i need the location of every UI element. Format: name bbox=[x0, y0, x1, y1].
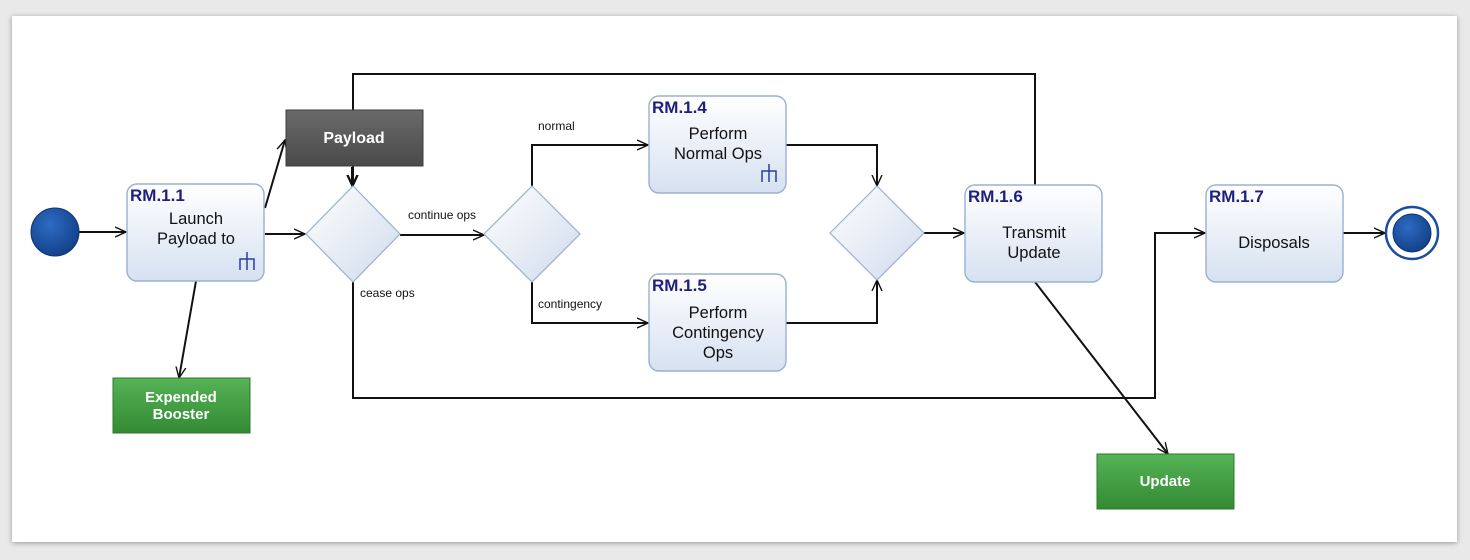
edge-launch-to-booster bbox=[179, 280, 197, 378]
activity-diagram: continue ops cease ops normal contingenc… bbox=[30, 73, 1440, 510]
edge-contingency-to-merge bbox=[786, 280, 877, 324]
diagram-canvas: continue ops cease ops normal contingenc… bbox=[12, 16, 1457, 542]
activity-rm-1-4[interactable]: RM.1.4 Perform Normal Ops bbox=[648, 95, 787, 194]
activity-label-line: Contingency bbox=[672, 324, 764, 342]
final-node[interactable] bbox=[1384, 205, 1440, 261]
activity-id: RM.1.5 bbox=[652, 276, 707, 295]
activity-rm-1-6[interactable]: RM.1.6 Transmit Update bbox=[964, 184, 1103, 283]
label-normal: normal bbox=[538, 119, 575, 133]
activity-id: RM.1.6 bbox=[968, 187, 1023, 206]
edge-cease-ops bbox=[352, 233, 1205, 399]
label-cease-ops: cease ops bbox=[360, 286, 415, 300]
decision-node-ops[interactable] bbox=[305, 185, 401, 283]
activity-label-line: Disposals bbox=[1238, 234, 1310, 252]
object-label: Payload bbox=[323, 130, 384, 147]
activity-label-line: Launch bbox=[169, 210, 223, 228]
activity-label-line: Transmit bbox=[1002, 224, 1066, 242]
label-continue-ops: continue ops bbox=[408, 208, 476, 222]
activity-label-line: Payload to bbox=[157, 230, 235, 248]
activity-id: RM.1.1 bbox=[130, 186, 185, 205]
object-label: Update bbox=[1140, 473, 1191, 490]
activity-rm-1-7[interactable]: RM.1.7 Disposals bbox=[1205, 184, 1344, 283]
object-label-line: Expended bbox=[145, 389, 217, 406]
activity-label-line: Perform bbox=[689, 125, 748, 143]
merge-node[interactable] bbox=[829, 185, 925, 281]
object-label-line: Booster bbox=[153, 406, 210, 423]
edge-transmit-to-update bbox=[1034, 281, 1168, 454]
call-behavior-fork-icon bbox=[239, 252, 255, 270]
activity-label-line: Update bbox=[1007, 244, 1060, 262]
activity-label-line: Ops bbox=[703, 344, 733, 362]
label-contingency: contingency bbox=[538, 297, 602, 311]
object-payload[interactable]: Payload bbox=[285, 109, 424, 167]
activity-rm-1-5[interactable]: RM.1.5 Perform Contingency Ops bbox=[648, 273, 787, 372]
call-behavior-fork-icon bbox=[761, 164, 777, 182]
initial-node[interactable] bbox=[30, 207, 80, 257]
edge-contingency bbox=[531, 282, 648, 323]
edge-launch-to-payload bbox=[264, 140, 285, 209]
activity-label-line: Perform bbox=[689, 304, 748, 322]
edge-normal-to-merge bbox=[786, 144, 877, 186]
edge-normal bbox=[531, 145, 648, 186]
object-update[interactable]: Update bbox=[1096, 453, 1235, 510]
object-expended-booster[interactable]: Expended Booster bbox=[112, 377, 251, 434]
activity-rm-1-1[interactable]: RM.1.1 Launch Payload to bbox=[126, 183, 265, 282]
activity-id: RM.1.7 bbox=[1209, 187, 1264, 206]
decision-node-mode[interactable] bbox=[483, 185, 581, 283]
activity-label-line: Normal Ops bbox=[674, 145, 762, 163]
activity-id: RM.1.4 bbox=[652, 98, 707, 117]
